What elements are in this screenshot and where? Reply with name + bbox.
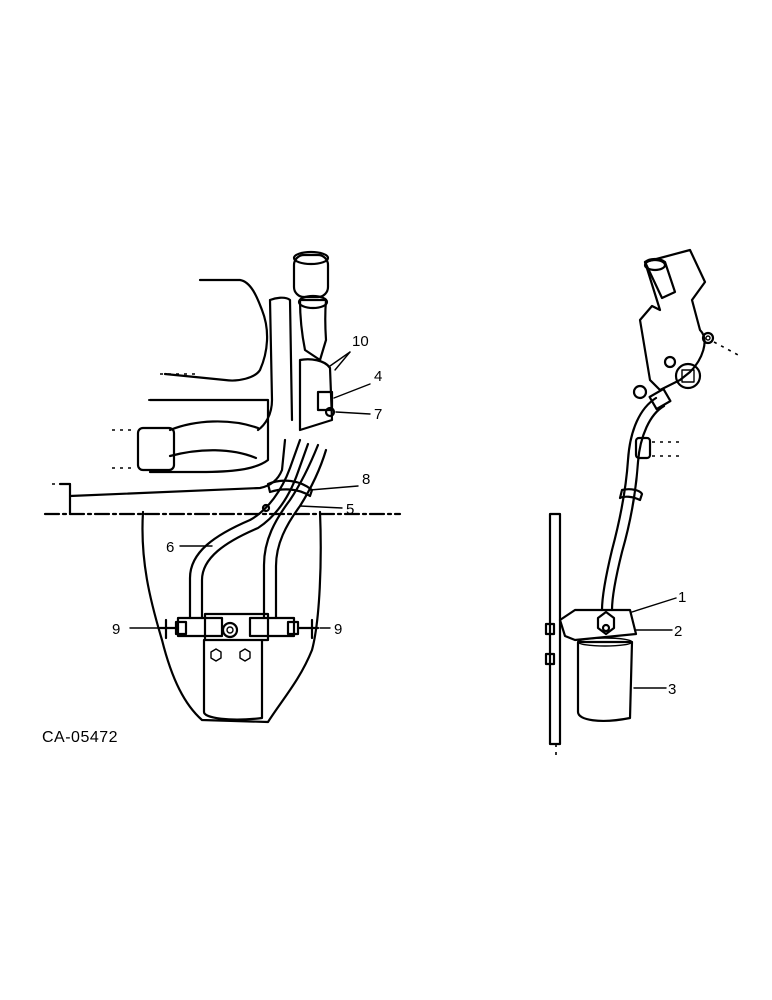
callout-4: 4 [374, 368, 382, 385]
plate-bolt-1 [544, 622, 556, 636]
right-bolt-hole [701, 331, 715, 345]
filter-hex-2 [239, 648, 251, 662]
fitting-right [248, 616, 296, 638]
upper-housing [163, 278, 269, 382]
clamp-8 [266, 479, 314, 498]
leader-4 [333, 383, 371, 399]
filter-head-center [221, 621, 239, 639]
callout-7: 7 [374, 406, 382, 423]
frame-rail [58, 438, 287, 516]
callout-9-right: 9 [334, 621, 342, 638]
right-filter-top [577, 637, 633, 647]
right-adapter-nut [596, 610, 616, 636]
callout-9-left: 9 [112, 621, 120, 638]
oil-line-5 [262, 443, 320, 620]
right-filter-canister [576, 640, 634, 722]
callout-5: 5 [346, 501, 354, 518]
filter-hex-1 [210, 648, 222, 662]
leader-10 [329, 351, 351, 367]
filter-head [203, 612, 270, 642]
mounting-plate [298, 358, 334, 432]
callout-1: 1 [678, 589, 686, 606]
right-clamp [618, 488, 644, 502]
oil-line-6 [188, 438, 302, 620]
right-tube-opening [643, 258, 667, 272]
filter-canister [202, 638, 264, 721]
mid-elbow-pipe [168, 420, 260, 460]
right-adapter-center [601, 623, 611, 633]
right-small-boss [663, 355, 677, 369]
right-top-bracket [638, 248, 707, 392]
left-cylinder [136, 426, 176, 472]
right-line-fitting [648, 387, 672, 411]
filter-head-hole [226, 626, 234, 634]
leader-1 [631, 597, 677, 613]
callout-2: 2 [674, 623, 682, 640]
callout-6: 6 [166, 539, 174, 556]
leader-10b [334, 351, 351, 371]
right-side-fitting [634, 436, 652, 460]
right-dash-top [713, 341, 741, 357]
engine-block-outline [141, 510, 322, 724]
plate-bolt-2 [544, 652, 556, 666]
right-fitting-top [632, 384, 648, 400]
mid-structure [148, 398, 270, 474]
top-tube-opening [292, 250, 330, 266]
clamp-bolt [261, 503, 271, 513]
elbow-opening [297, 294, 329, 310]
right-oil-line-inner [610, 404, 666, 612]
leader-7 [335, 411, 371, 415]
fitting-7 [324, 406, 336, 418]
leader-5 [299, 505, 343, 509]
figure-code: CA-05472 [42, 729, 118, 746]
callout-10: 10 [352, 333, 369, 350]
right-mounting-plate [548, 512, 562, 746]
right-oil-line-outer [600, 396, 658, 612]
callout-3: 3 [668, 681, 676, 698]
left-view-assembly: 10 4 7 8 5 6 9 9 [43, 250, 402, 724]
right-large-boss [674, 362, 702, 390]
top-elbow [298, 298, 328, 362]
right-bolt-hole-center [705, 335, 711, 341]
oil-line-6-inner [200, 442, 310, 620]
right-view-assembly: 1 2 3 [544, 248, 741, 760]
leader-8 [309, 485, 359, 491]
callout-8: 8 [362, 471, 370, 488]
fitting-4 [316, 390, 334, 412]
right-square-plug [681, 369, 695, 383]
right-adapter-bracket [558, 608, 638, 642]
